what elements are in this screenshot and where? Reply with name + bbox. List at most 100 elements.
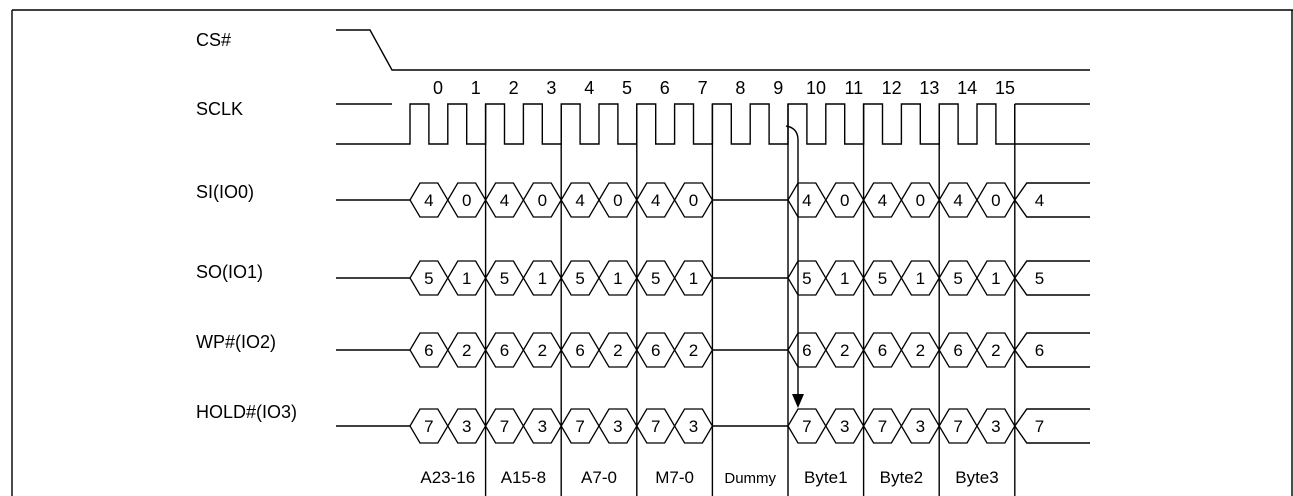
phase-label: A23-16 — [420, 468, 475, 487]
io0-bit-value: 0 — [538, 191, 547, 210]
io1-bit-value: 1 — [538, 269, 547, 288]
clock-number: 12 — [882, 78, 902, 98]
io2-bit-value: 2 — [538, 341, 547, 360]
clock-number: 6 — [660, 78, 670, 98]
phase-label: Byte3 — [955, 468, 998, 487]
io3-bit-value: 3 — [462, 417, 471, 436]
io3-bit-value: 7 — [575, 417, 584, 436]
io1-bit-value: 1 — [613, 269, 622, 288]
io3-bit-value: 7 — [651, 417, 660, 436]
io2-tail-bottom — [1014, 349, 1090, 368]
io2-bit-value: 2 — [689, 341, 698, 360]
sclk-label: SCLK — [196, 99, 243, 119]
phase-label: Dummy — [724, 470, 776, 487]
io1-bit-value: 1 — [462, 269, 471, 288]
io2-bit-value: 2 — [613, 341, 622, 360]
io3-bit-value: 7 — [953, 417, 962, 436]
io0-bit-value: 0 — [613, 191, 622, 210]
io2-bit-value: 2 — [916, 341, 925, 360]
io3-bit-value: 3 — [991, 417, 1000, 436]
clock-number: 1 — [471, 78, 481, 98]
io0-tail-value: 4 — [1035, 191, 1044, 210]
io3-tail-value: 7 — [1035, 417, 1044, 436]
io0-bit-value: 4 — [575, 191, 584, 210]
clock-number: 14 — [957, 78, 977, 98]
io3-bit-value: 7 — [802, 417, 811, 436]
io1-bit-value: 1 — [991, 269, 1000, 288]
io1-bit-value: 5 — [953, 269, 962, 288]
io3-label: HOLD#(IO3) — [196, 402, 297, 422]
io1-bit-value: 1 — [840, 269, 849, 288]
clock-number: 15 — [995, 78, 1015, 98]
clock-number: 0 — [433, 78, 443, 98]
io2-tail-top — [1014, 332, 1090, 351]
io1-bit-value: 5 — [878, 269, 887, 288]
io1-tail-bottom — [1014, 277, 1090, 296]
clock-number: 2 — [509, 78, 519, 98]
io1-bit-value: 5 — [575, 269, 584, 288]
io0-bit-value: 4 — [878, 191, 887, 210]
io1-label: SO(IO1) — [196, 262, 263, 282]
phase-label: M7-0 — [655, 468, 694, 487]
phase-labels: A23-16 A15-8 A7-0 M7-0 Dummy Byte1 Byte2 Byte3 — [420, 468, 998, 487]
clock-number: 11 — [844, 78, 863, 98]
io0-bit-value: 0 — [840, 191, 849, 210]
clock-number: 4 — [584, 78, 594, 98]
phase-label: Byte1 — [804, 468, 847, 487]
io0-bit-value: 4 — [424, 191, 433, 210]
phase-label: A7-0 — [581, 468, 617, 487]
clock-number: 5 — [622, 78, 632, 98]
io3-bit-value: 7 — [878, 417, 887, 436]
io2-bit-value: 2 — [462, 341, 471, 360]
io2-label: WP#(IO2) — [196, 332, 276, 352]
io1-bit-value: 1 — [689, 269, 698, 288]
clock-number: 3 — [546, 78, 556, 98]
clock-number: 13 — [919, 78, 939, 98]
clock-number: 7 — [698, 78, 708, 98]
io1-bit-value: 5 — [500, 269, 509, 288]
phase-label: A15-8 — [501, 468, 546, 487]
io0-bit-value: 4 — [953, 191, 962, 210]
io1-tail-top — [1014, 260, 1090, 279]
phase-label: Byte2 — [880, 468, 923, 487]
io2-bit-value: 6 — [424, 341, 433, 360]
phase-dividers — [484, 104, 1016, 496]
io0-bit-value: 0 — [916, 191, 925, 210]
io2-bit-value: 2 — [840, 341, 849, 360]
io1-bit-value: 5 — [651, 269, 660, 288]
clock-number: 8 — [735, 78, 745, 98]
cs-waveform — [336, 29, 1090, 71]
io2-bit-value: 6 — [651, 341, 660, 360]
io1-tail-value: 5 — [1035, 269, 1044, 288]
io0-bit-value: 4 — [802, 191, 811, 210]
io3-bit-value: 7 — [424, 417, 433, 436]
sclk-line — [336, 103, 1016, 145]
cs-label: CS# — [196, 30, 231, 50]
io2-bit-value: 6 — [802, 341, 811, 360]
turnaround-arrow — [785, 125, 799, 396]
io3-bit-value: 3 — [613, 417, 622, 436]
io2-bit-value: 6 — [500, 341, 509, 360]
io0-tail-top — [1014, 182, 1090, 201]
io3-bit-value: 3 — [916, 417, 925, 436]
io2-bit-value: 6 — [575, 341, 584, 360]
io0-tail-bottom — [1014, 199, 1090, 218]
io3-bit-value: 7 — [500, 417, 509, 436]
io3-tail-bottom — [1014, 425, 1090, 444]
io2-tail-value: 6 — [1035, 341, 1044, 360]
io1-bit-value: 1 — [916, 269, 925, 288]
sclk-waveform — [336, 103, 1090, 145]
io3-bit-value: 3 — [840, 417, 849, 436]
clock-number: 10 — [806, 78, 826, 98]
io1-bit-value: 5 — [802, 269, 811, 288]
io0-bit-value: 4 — [651, 191, 660, 210]
io1-bit-value: 5 — [424, 269, 433, 288]
io3-bit-value: 3 — [538, 417, 547, 436]
io0-label: SI(IO0) — [196, 182, 254, 202]
io0-bit-value: 0 — [991, 191, 1000, 210]
arrow-head-icon — [792, 394, 804, 408]
io0-bit-value: 0 — [689, 191, 698, 210]
